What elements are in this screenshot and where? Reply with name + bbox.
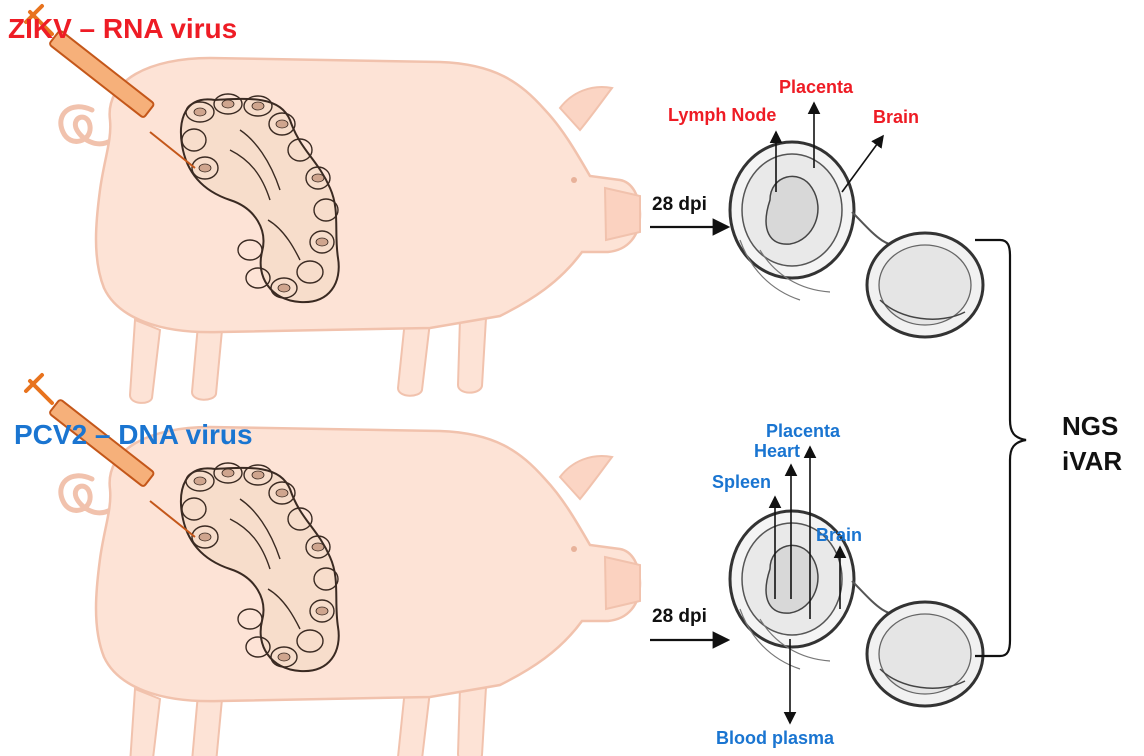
- tissue-label-lymph-node: Lymph Node: [668, 105, 776, 125]
- pcv2-title: PCV2 – DNA virus: [14, 419, 253, 450]
- dpi-label-bottom: 28 dpi: [652, 606, 707, 627]
- tissue-label-spleen: Spleen: [712, 472, 771, 492]
- output-ngs: NGS: [1062, 411, 1118, 441]
- zikv-title: ZIKV – RNA virus: [8, 13, 237, 44]
- tissue-label-placenta-top: Placenta: [779, 77, 854, 97]
- pointer-brain-top: [842, 136, 883, 192]
- tissue-label-blood-plasma: Blood plasma: [716, 728, 835, 748]
- tissue-label-heart: Heart: [754, 441, 800, 461]
- right-curly-bracket: [975, 240, 1026, 656]
- tissue-label-brain-top: Brain: [873, 107, 919, 127]
- top-panel: ZIKV – RNA virus 28 dpi Lymph Node Place…: [8, 6, 983, 403]
- output-ivar: iVAR: [1062, 446, 1122, 476]
- tissue-label-brain-bottom: Brain: [816, 525, 862, 545]
- tissue-label-placenta-bottom: Placenta: [766, 421, 841, 441]
- dpi-label-top: 28 dpi: [652, 194, 707, 215]
